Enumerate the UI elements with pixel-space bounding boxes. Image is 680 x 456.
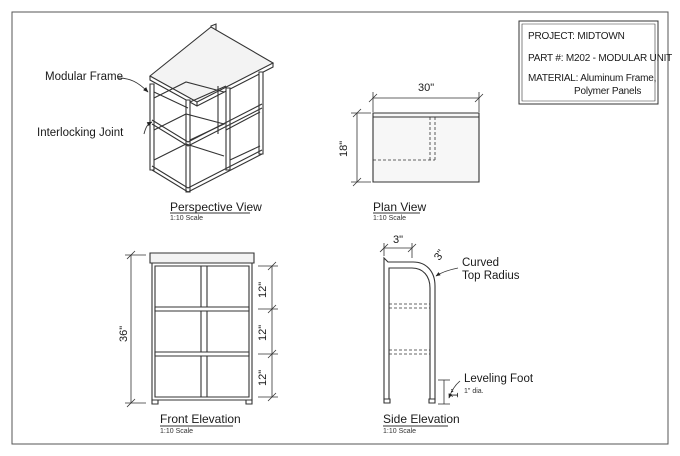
plan-view-scale: 1:10 Scale — [373, 215, 407, 222]
part-number-label: PART #: M202 - MODULAR UNIT — [528, 53, 673, 64]
front-elevation-title: Front Elevation — [160, 412, 241, 426]
side-dimensions — [380, 243, 460, 404]
foot-height-dimension: 1" — [450, 388, 461, 398]
perspective-view-scale: 1:10 Scale — [170, 215, 204, 222]
front-elevation-scale: 1:10 Scale — [160, 428, 194, 435]
modular-frame-leader — [118, 78, 149, 93]
leveling-foot-note: 1" dia. — [464, 388, 484, 395]
leveling-foot-leader — [448, 381, 460, 399]
material-label: MATERIAL: Aluminum Frame, — [528, 73, 657, 84]
perspective-leaders — [118, 78, 153, 134]
radius-leader — [435, 268, 458, 276]
title-block-inner — [522, 24, 655, 101]
front-shelf-dimension-3: 12" — [257, 369, 269, 386]
front-shelf-dimension-1: 12" — [257, 281, 269, 298]
plan-view-title: Plan View — [373, 200, 427, 214]
front-shelf-dimension-2: 12" — [257, 324, 269, 341]
curved-radius-callout: Curved — [462, 257, 500, 269]
material-label-cont: Polymer Panels — [574, 86, 642, 97]
interlocking-joint-callout: Interlocking Joint — [37, 127, 124, 139]
side-elevation-title: Side Elevation — [383, 412, 460, 426]
title-block-box — [519, 21, 658, 104]
plan-depth-dimension: 18" — [338, 140, 350, 157]
modular-frame-callout: Modular Frame — [45, 71, 123, 83]
side-top-dimension: 3" — [393, 234, 404, 246]
perspective-view-title: Perspective View — [170, 200, 262, 214]
plan-dimensions — [351, 92, 483, 186]
front-dimensions — [125, 251, 278, 407]
sheet-border — [12, 12, 668, 444]
leveling-foot-callout: Leveling Foot — [464, 373, 534, 385]
interlocking-joint-leader — [144, 122, 153, 134]
front-height-dimension: 36" — [118, 325, 130, 342]
perspective-view-drawing — [150, 24, 273, 192]
side-elevation-scale: 1:10 Scale — [383, 428, 417, 435]
plan-view-drawing — [373, 113, 479, 182]
side-elevation-drawing — [384, 258, 435, 403]
curved-radius-callout-cont: Top Radius — [462, 270, 520, 282]
plan-width-dimension: 30" — [418, 82, 435, 94]
front-elevation-drawing — [150, 253, 254, 404]
project-label: PROJECT: MIDTOWN — [528, 31, 625, 42]
